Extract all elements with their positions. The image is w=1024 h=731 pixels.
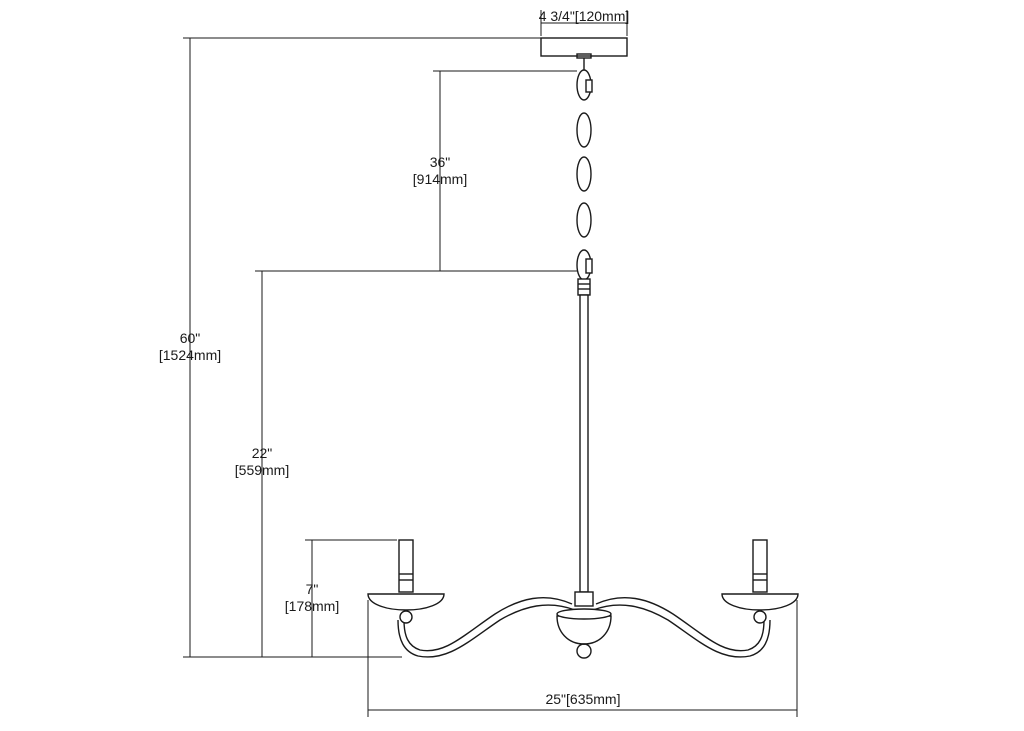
chain-length-dimension: 36" [914mm]	[413, 70, 577, 272]
fixture-height-imperial: 22"	[252, 445, 273, 461]
chain-length-imperial: 36"	[430, 154, 451, 170]
canopy-width-label: 4 3/4"[120mm]	[539, 8, 630, 24]
candle-left	[367, 539, 445, 624]
canopy-width-dimension: 4 3/4"[120mm]	[539, 8, 630, 36]
chain-upper	[576, 58, 593, 192]
candle-height-metric: [178mm]	[285, 598, 339, 614]
overall-width-dimension: 25"[635mm]	[367, 600, 798, 717]
fixture-height-metric: [559mm]	[235, 462, 289, 478]
overall-height-imperial: 60"	[180, 330, 201, 346]
chain-length-metric: [914mm]	[413, 171, 467, 187]
center-body	[556, 591, 612, 659]
overall-width-label: 25"[635mm]	[545, 691, 620, 707]
canopy	[540, 37, 628, 59]
candle-height-dimension: 7" [178mm]	[285, 539, 397, 657]
fixture-height-dimension: 22" [559mm]	[235, 270, 433, 657]
candle-height-imperial: 7"	[306, 581, 319, 597]
overall-height-dimension: 60" [1524mm]	[159, 37, 541, 658]
center-stem	[579, 294, 589, 593]
arms	[397, 597, 771, 658]
overall-height-metric: [1524mm]	[159, 347, 221, 363]
chain-lower	[576, 202, 593, 296]
candle-right	[721, 539, 799, 624]
